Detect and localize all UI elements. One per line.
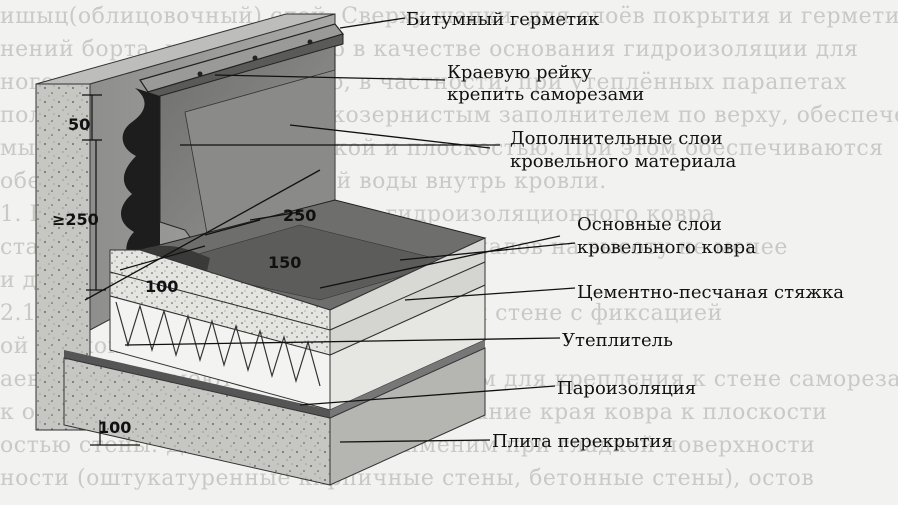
dimension-250: 250 [283, 206, 317, 225]
dimension-50: 50 [68, 115, 91, 134]
dimension-250-vertical: ≥250 [52, 210, 99, 229]
screw-1 [197, 71, 203, 77]
label-insulation: Утеплитель [562, 330, 673, 351]
label-main-layers-line1: Основные слои [577, 214, 722, 235]
label-additional-layers-line2: кровельного материала [510, 151, 737, 172]
background-text-line: ишыц(облицовочный) слой. Сверху шапки, д… [0, 4, 898, 29]
label-floor-slab: Плита перекрытия [492, 431, 673, 452]
label-screed: Цементно-песчаная стяжка [577, 282, 844, 303]
background-text-line: ности (оштукатуренные кирпичные стены, б… [0, 466, 815, 491]
label-additional-layers-line1: Дополнительные слои [510, 128, 723, 149]
dimension-100-top: 100 [145, 277, 179, 296]
bitumen-sealant [121, 88, 160, 270]
screw-2 [252, 55, 258, 61]
screed-right-lower [329, 261, 486, 356]
label-edge-rail-line1: Краевую рейку [447, 62, 592, 83]
vapor-barrier-right [330, 340, 485, 418]
dimension-150: 150 [268, 253, 302, 272]
dimension-lines [82, 94, 301, 446]
label-vapor-barrier: Пароизоляция [557, 378, 697, 399]
label-edge-rail-line2: крепить саморезами [447, 84, 645, 105]
screw-3 [307, 39, 313, 45]
slab-right [329, 347, 486, 486]
dimension-100-bottom: 100 [98, 418, 132, 437]
label-bitumen-sealant: Битумный герметик [406, 9, 600, 30]
label-main-layers-line2: кровельного ковра [577, 237, 756, 258]
vapor-barrier [64, 350, 330, 418]
leader-lines [84, 17, 576, 443]
